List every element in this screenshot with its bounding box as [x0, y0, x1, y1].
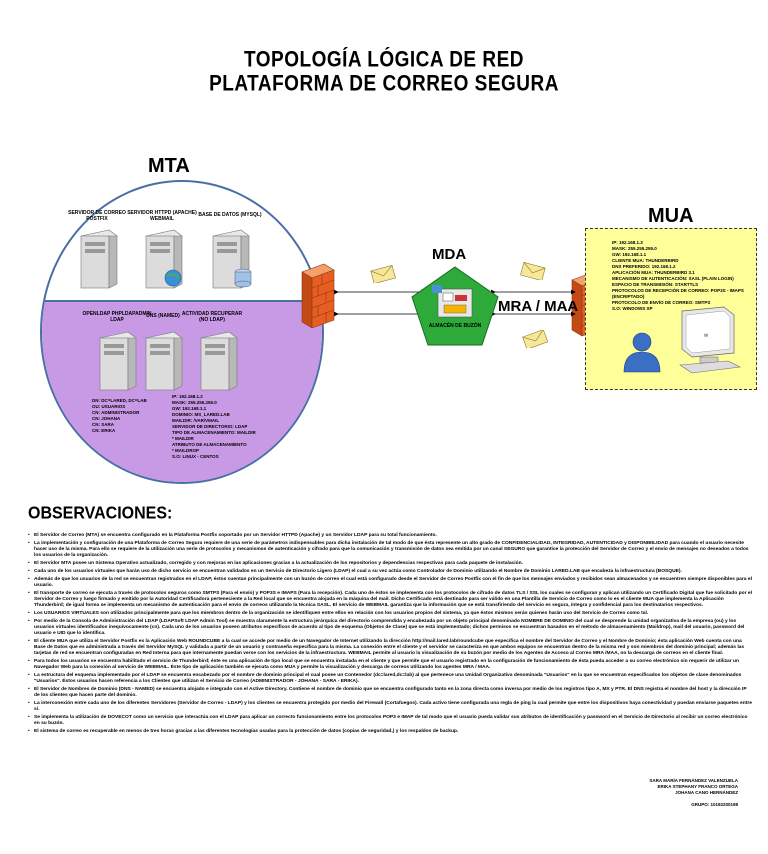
diagram-title-line1: TOPOLOGÍA LÓGICA DE RED [244, 48, 524, 73]
author-name: SARA MARÍA FERNÁNDEZ VALENZUELA [649, 778, 738, 783]
almacen-label: ALMACÉN DE BUZÓN [428, 323, 482, 329]
mra-maa-label: MRA / MAA [498, 298, 579, 315]
group-label: GRUPO: 10192200198 [691, 802, 738, 807]
observations-list: El Servidor de Correo (MTA) se encuentra… [28, 533, 753, 737]
mda-pentagon [411, 266, 499, 346]
client-info-line: IP: 192.168.1.3 [612, 240, 643, 245]
ldap-info-line: DN: DC=LARED, DC=LAB [92, 398, 147, 403]
firewall-left-icon [301, 263, 335, 329]
server-info: IP: 192.168.1.2 MASK: 255.255.255.0 GW: … [172, 394, 258, 460]
observation-item: Los USUARIOS VIRTUALES son utilizados pr… [28, 611, 753, 617]
observations-title: OBSERVACIONES: [28, 504, 173, 523]
client-info: IP: 192.168.1.3 MASK: 255.255.255.0 GW: … [612, 240, 752, 312]
server-icon-mysql [212, 229, 252, 289]
client-info-line: PROTOCOLOS DE RECEPCIÓN DE CORREO: POP3S… [612, 288, 744, 299]
mta-zone [40, 180, 324, 484]
ldap-info-line: OU: USUARIOS [92, 404, 126, 409]
ldap-info-line: CN: ERIKA [92, 428, 116, 433]
mua-label: MUA [648, 205, 694, 227]
computer-icon: ✉ [679, 306, 742, 374]
envelope-icon-left [370, 265, 396, 283]
ldap-info: DN: DC=LARED, DC=LAB OU: USUARIOS CN: AD… [92, 398, 162, 434]
client-info-line: MASK: 255.255.255.0 [612, 246, 657, 251]
observation-item: Se implementa la utilización de DOVECOT … [28, 715, 753, 727]
client-info-line: APLICACIÓN MUA: THUNDERBIRD 3.1 [612, 270, 695, 275]
server-info-line: * MAILDIR [172, 436, 194, 441]
server-info-line: MASK: 255.255.255.0 [172, 400, 217, 405]
observation-item: Cada uno de los usuarios virtuales que h… [28, 569, 753, 575]
ldap-info-line: CN: SARA [92, 422, 114, 427]
observation-item: Además de que los usuarios de la red se … [28, 577, 753, 589]
observation-item: Para todos los usuarios se encuentra hab… [28, 659, 753, 671]
server-icon-postfix [80, 229, 118, 289]
mda-label: MDA [432, 246, 467, 263]
server-info-line: MAILDIR: /VAR/VMAIL [172, 418, 220, 423]
client-info-line: S.O: WINDOWS XP [612, 306, 653, 311]
server-label-backup: ACTIVIDAD RECUPERAR (NO LDAP) [181, 311, 243, 323]
observation-item: La implementación y configuración de una… [28, 541, 753, 560]
server-label-postfix: SERVIDOR DE CORREO POSTFIX [68, 210, 126, 222]
observation-item: El Servidor de Nombres de Dominio (DNS -… [28, 687, 753, 699]
server-info-line: IP: 192.168.1.2 [172, 394, 203, 399]
server-info-line: TIPO DE ALMACENAMIENTO: MAILDIR [172, 430, 256, 435]
client-info-line: MECANISMO DE AUTENTICACIÓN: SASL (PLAIN … [612, 276, 734, 281]
signature-block: SARA MARÍA FERNÁNDEZ VALENZUELA ERIKA ST… [649, 778, 738, 808]
server-icon-backup [200, 331, 238, 391]
server-icon-dns [145, 331, 183, 391]
server-info-line: * MAILDROP [172, 448, 199, 453]
author-name: ERIKA STEPHANY FRANCO ORTEGA [657, 784, 738, 789]
server-info-line: SERVIDOR DE DIRECTORIO: LDAP [172, 424, 248, 429]
server-label-httpd: SERVIDOR HTTPD (APACHE) WEBMAIL [127, 210, 197, 222]
observation-item: El Servidor MTA posee un Sistema Operati… [28, 561, 753, 567]
envelope-icon-right-top [520, 262, 546, 280]
server-info-line: GW: 192.168.1.1 [172, 406, 207, 411]
observation-item: El cliente MUA que utiliza el Servidor P… [28, 639, 753, 658]
server-info-line: S.O: LINUX - CENTOS [172, 454, 219, 459]
client-info-line: CLIENTE MUA: THUNDERBIRD [612, 258, 679, 263]
server-icon-ldap [99, 331, 137, 391]
server-info-line: DOMINIO: MS_LARED.LAB [172, 412, 230, 417]
observation-item: La estructura del esquema implementado p… [28, 673, 753, 685]
server-info-line: ATRIBUTO DE ALMACENAMIENTO [172, 442, 247, 447]
server-label-mysql: BASE DE DATOS (MYSQL) [198, 212, 262, 218]
author-name: JOHANA CANO HERNÁNDEZ [675, 790, 738, 795]
observation-item: El sistema de correo es recuperable en m… [28, 729, 753, 735]
server-label-ldap: OPENLDAP PHPLDAPADMIN LDAP [82, 311, 152, 323]
client-info-line: PROTOCOLO DE ENVÍO DE CORREO: SMTPS [612, 300, 711, 305]
observation-item: El transporte de correo se ejecuta a tra… [28, 591, 753, 610]
mta-label: MTA [148, 155, 190, 177]
user-icon [623, 332, 661, 373]
observation-item: El Servidor de Correo (MTA) se encuentra… [28, 533, 753, 539]
observation-item: Por medio de la Consola de Administració… [28, 619, 753, 638]
server-icon-httpd [145, 229, 183, 289]
observation-item: La interconexión entre cada uno de los d… [28, 701, 753, 713]
connection-arrows [334, 289, 576, 317]
envelope-icon-right-bottom [522, 330, 548, 348]
mta-internal-zone [42, 300, 322, 482]
svg-text:✉: ✉ [704, 333, 708, 339]
ldap-info-line: CN: ADMINISTRADOR [92, 410, 140, 415]
ldap-info-line: CN: JOHANA [92, 416, 121, 421]
diagram-title-line2: PLATAFORMA DE CORREO SEGURA [209, 72, 559, 97]
client-info-line: ESPACIO DE TRANSMISIÓN: STARTTLS [612, 282, 699, 287]
server-label-dns: DNS (NAMED) [146, 313, 180, 319]
client-info-line: GW: 192.168.1.1 [612, 252, 647, 257]
client-info-line: DNS PREFERIDO: 192.168.1.2 [612, 264, 676, 269]
